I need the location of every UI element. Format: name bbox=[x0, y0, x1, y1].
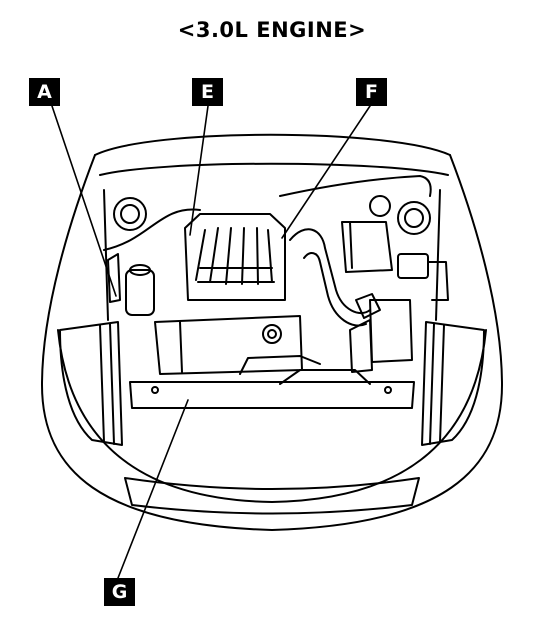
radiator-tank bbox=[154, 315, 321, 375]
callout-label-g: G bbox=[104, 578, 135, 606]
washer-reservoir bbox=[107, 253, 155, 316]
leader-line-f bbox=[281, 105, 371, 239]
radiator-support bbox=[129, 369, 415, 409]
left-headlight bbox=[59, 321, 123, 446]
callout-label-a: A bbox=[29, 78, 60, 106]
callout-label-f: F bbox=[356, 78, 387, 106]
leader-line-e bbox=[189, 105, 209, 236]
car-body-outline bbox=[41, 133, 503, 531]
engine-intake bbox=[184, 213, 286, 301]
callout-label-e: E bbox=[192, 78, 223, 106]
left-strut-tower bbox=[113, 197, 147, 231]
air-cleaner bbox=[349, 299, 413, 373]
right-headlight bbox=[421, 321, 485, 446]
air-intake-hose bbox=[289, 228, 381, 327]
right-strut-tower bbox=[369, 195, 431, 235]
battery bbox=[341, 221, 449, 301]
diagram-title: <3.0L ENGINE> bbox=[177, 18, 367, 42]
grille bbox=[124, 477, 420, 515]
wiring-harness bbox=[103, 175, 432, 251]
leader-line-g bbox=[117, 399, 189, 579]
leader-lines bbox=[51, 105, 371, 579]
leader-line-a bbox=[51, 105, 117, 297]
